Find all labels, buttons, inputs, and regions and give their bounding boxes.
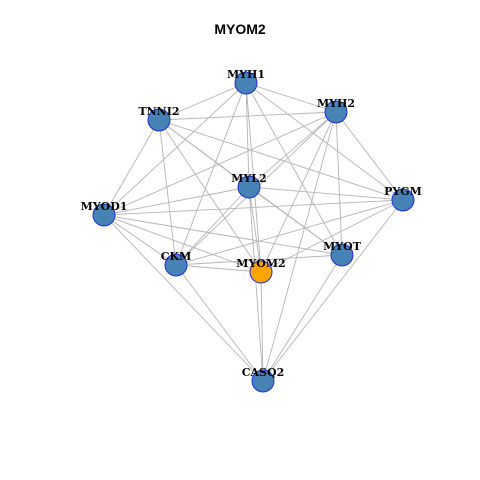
edge-ckm-myom2 — [175, 264, 262, 273]
edge-pygm-ckm — [175, 199, 404, 266]
plot-title: MYOM2 — [214, 21, 266, 37]
edge-myh2-pygm — [335, 111, 404, 201]
edge-tnni2-pygm — [158, 119, 404, 201]
edge-myh2-myod1 — [103, 111, 337, 216]
node-label-pygm: PYGM — [384, 185, 422, 198]
node-myod1 — [92, 203, 116, 227]
edge-myl2-ckm — [175, 186, 250, 266]
node-tnni2 — [147, 108, 171, 132]
node-label-myh1: MYH1 — [227, 68, 265, 81]
edge-myh1-ckm — [175, 82, 247, 266]
edge-myh1-myot — [245, 82, 343, 256]
edge-myom2-casq2 — [260, 271, 264, 382]
edge-myh1-pygm — [245, 82, 404, 201]
edge-myh2-tnni2 — [158, 111, 337, 121]
edge-myl2-casq2 — [248, 186, 264, 382]
node-label-myot: MYOT — [323, 240, 362, 253]
edge-myl2-myod1 — [103, 186, 250, 216]
node-myh2 — [324, 100, 348, 124]
node-myom2 — [249, 260, 273, 284]
node-label-ckm: CKM — [161, 250, 192, 263]
node-ckm — [164, 253, 188, 277]
node-label-tnni2: TNNI2 — [138, 105, 179, 118]
node-myh1 — [234, 71, 258, 95]
node-label-myl2: MYL2 — [231, 172, 266, 185]
edge-ckm-casq2 — [175, 264, 264, 382]
edge-tnni2-myod1 — [103, 119, 160, 216]
edge-pygm-myod1 — [103, 199, 404, 216]
edge-myh1-tnni2 — [158, 82, 247, 121]
node-label-myom2: MYOM2 — [236, 257, 285, 270]
edge-myh1-myl2 — [245, 82, 250, 188]
edge-myl2-pygm — [248, 186, 404, 201]
edge-myot-ckm — [175, 254, 343, 266]
edge-myh2-myom2 — [260, 111, 337, 273]
edge-myh2-casq2 — [262, 111, 337, 382]
edge-layer — [103, 82, 404, 382]
edge-pygm-myom2 — [260, 199, 404, 273]
node-label-myh2: MYH2 — [317, 97, 355, 110]
node-myot — [330, 243, 354, 267]
edge-tnni2-myom2 — [158, 119, 262, 273]
edge-myod1-myom2 — [103, 214, 262, 273]
node-label-myod1: MYOD1 — [81, 200, 128, 213]
edge-tnni2-ckm — [158, 119, 177, 266]
edge-myh1-myh2 — [245, 82, 337, 113]
edge-myh2-myl2 — [248, 111, 337, 188]
node-layer — [92, 71, 415, 393]
edge-myl2-myot — [248, 186, 343, 256]
edge-myh1-myod1 — [103, 82, 247, 216]
node-myl2 — [237, 175, 261, 199]
edge-myod1-ckm — [103, 214, 177, 266]
edge-myot-casq2 — [262, 254, 343, 382]
edge-myl2-myom2 — [248, 186, 262, 273]
node-pygm — [391, 188, 415, 212]
node-label-casq2: CASQ2 — [242, 366, 284, 379]
edge-myod1-myot — [103, 214, 343, 256]
node-casq2 — [251, 369, 275, 393]
edge-myod1-casq2 — [103, 214, 264, 382]
edge-pygm-casq2 — [262, 199, 404, 382]
